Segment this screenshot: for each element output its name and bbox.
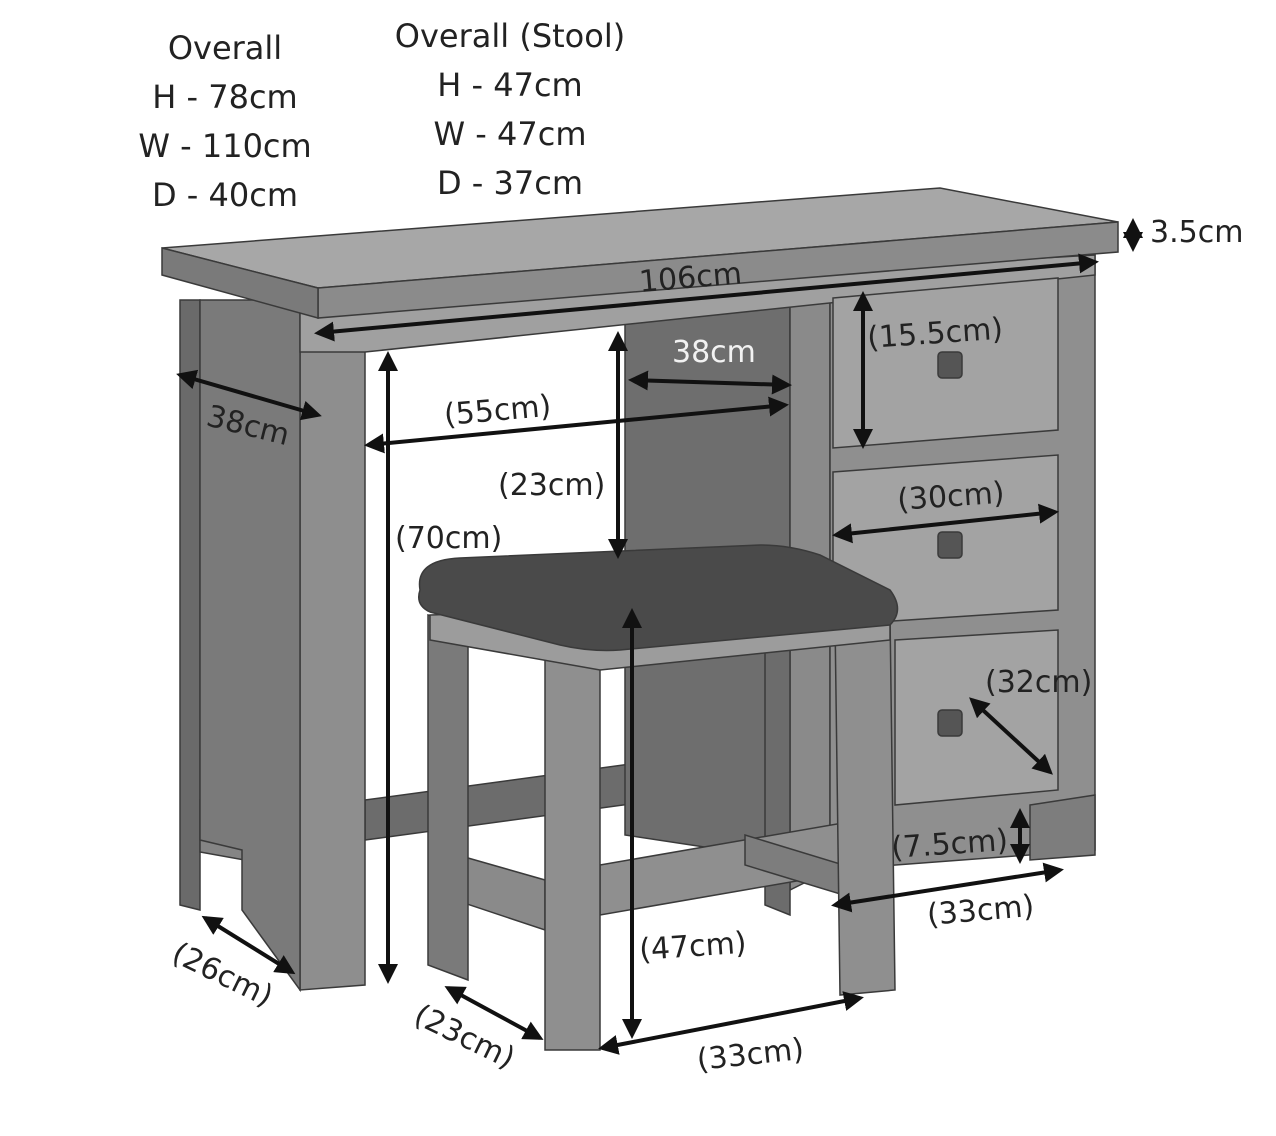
stool-overall-height: H - 47cm: [437, 66, 583, 104]
label-plinth-height: (7.5cm): [890, 823, 1009, 866]
back-left-leg: [179, 299, 201, 911]
stool-overall-title: Overall (Stool): [394, 17, 626, 55]
label-stool-depth: (23cm): [408, 998, 520, 1077]
stool-back-left-leg: [427, 614, 469, 982]
arrow-drawer-depth: [969, 697, 1053, 775]
arrow-stool-width: [598, 991, 864, 1055]
arrow-drawer-width: [832, 503, 1059, 544]
label-stool-height: (47cm): [638, 926, 747, 968]
stool-overall-width: W - 47cm: [433, 115, 587, 153]
label-leg-depth: (26cm): [166, 936, 278, 1015]
pedestal-right-leg: [1029, 794, 1096, 861]
label-knee-width: (55cm): [443, 389, 553, 433]
front-left-leg: [299, 299, 366, 991]
label-top-thickness: 3.5cm: [1150, 215, 1243, 250]
arrow-leg-depth: [201, 915, 296, 975]
label-pedestal-base: (33cm): [926, 889, 1036, 933]
arrow-gap-depth: [628, 370, 792, 395]
dimension-lines: [176, 218, 1143, 1055]
stool-front-right-leg: [834, 614, 896, 996]
overall-depth: D - 40cm: [151, 176, 298, 214]
stool-seat-cushion: [418, 544, 899, 652]
overall-title: Overall: [167, 29, 283, 67]
arrow-top-width: [314, 253, 1099, 342]
stool-overall-dimensions: Overall (Stool) H - 47cm W - 47cm D - 37…: [380, 12, 640, 208]
stool-overall-depth: D - 37cm: [436, 164, 583, 202]
arrow-side-depth: [176, 369, 322, 421]
drawer-handle-top: [937, 351, 963, 379]
label-stool-width: (33cm): [695, 1032, 805, 1078]
drawer-handle-middle: [937, 531, 963, 559]
label-drawer-depth: (32cm): [985, 665, 1092, 700]
label-gap-depth: 38cm: [672, 335, 756, 370]
drawer-bottom: [894, 629, 1059, 806]
label-knee-to-stool: (23cm): [498, 468, 605, 503]
arrow-stool-depth: [444, 986, 544, 1040]
arrow-knee-width: [364, 396, 789, 454]
overall-width: W - 110cm: [138, 127, 312, 165]
rear-stretcher: [364, 759, 661, 841]
overall-dimensions: Overall H - 78cm W - 110cm D - 40cm: [120, 24, 330, 220]
label-drawer-width: (30cm): [896, 476, 1005, 518]
stool-front-left-leg: [544, 638, 601, 1051]
overall-height: H - 78cm: [152, 78, 298, 116]
drawer-handle-bottom: [937, 709, 963, 737]
arrow-pedestal-base: [831, 862, 1064, 913]
label-knee-height: (70cm): [395, 521, 502, 556]
